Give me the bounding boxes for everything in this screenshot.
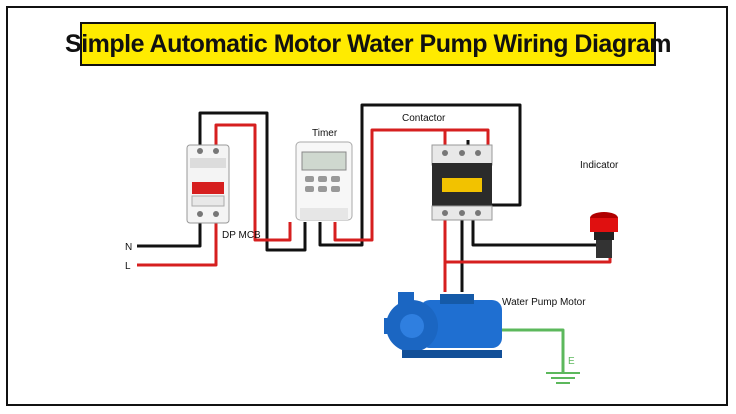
indicator-label: Indicator <box>580 160 619 171</box>
indicator-lamp-icon <box>590 212 618 258</box>
mcb-device-icon <box>186 144 230 224</box>
supply-neutral-wire <box>137 222 202 248</box>
title-banner: Simple Automatic Motor Water Pump Wiring… <box>65 22 671 66</box>
mcb-neutral-out-wire <box>198 111 307 252</box>
indicator-line-wire <box>445 238 612 264</box>
contactor-label: Contactor <box>402 113 446 124</box>
water-pump-motor-icon <box>384 292 502 358</box>
wires <box>137 103 612 372</box>
mcb-label: DP MCB <box>222 230 261 241</box>
earth-wire <box>500 328 565 372</box>
earth-ground-icon <box>546 372 580 384</box>
diagram-title: Simple Automatic Motor Water Pump Wiring… <box>65 29 671 58</box>
pump-label: Water Pump Motor <box>502 297 586 308</box>
supply-line-wire <box>137 222 218 267</box>
line-label: L <box>125 261 131 272</box>
indicator-neutral-wire <box>471 218 602 247</box>
timer-label: Timer <box>312 128 338 139</box>
timer-out-line-wire <box>333 128 490 242</box>
earth-label: E <box>568 356 575 367</box>
timer-device-icon <box>295 141 353 221</box>
contactor-device-icon <box>431 144 493 221</box>
mcb-line-out-wire <box>214 123 292 242</box>
diagram-frame <box>6 6 728 406</box>
neutral-label: N <box>125 242 132 253</box>
timer-out-neutral-wire <box>318 103 522 247</box>
